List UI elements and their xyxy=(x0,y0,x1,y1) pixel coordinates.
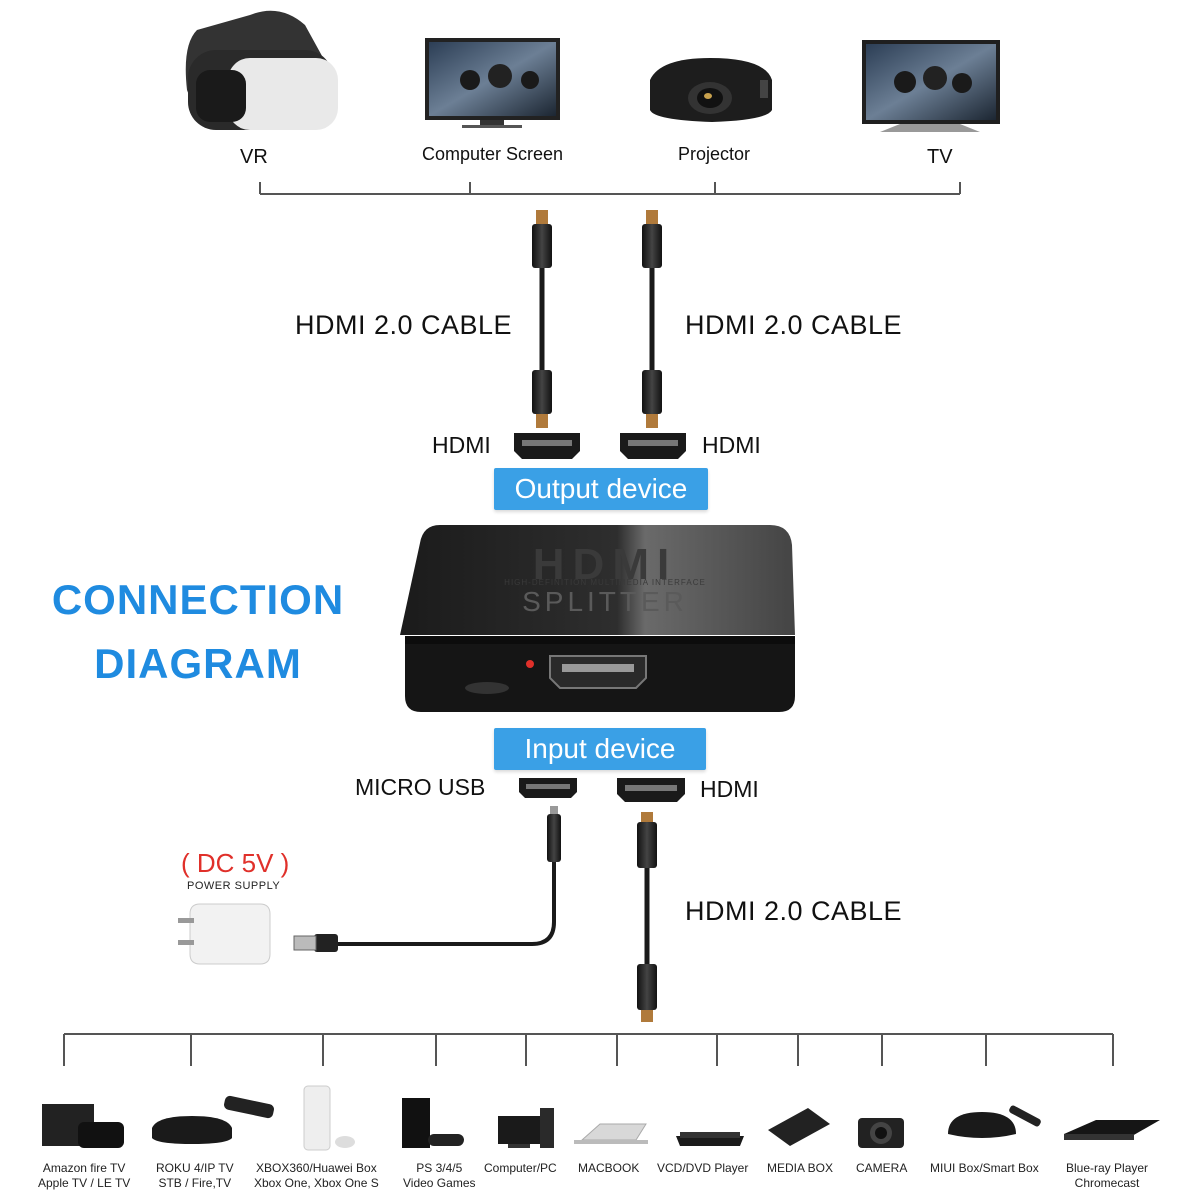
output-cable-right xyxy=(642,210,662,428)
camera-icon xyxy=(858,1118,904,1148)
xbox-icon xyxy=(303,1085,355,1151)
output-hdmi-port-left xyxy=(514,433,580,459)
port-label-out-left: HDMI xyxy=(432,432,491,458)
power-voltage: ( DC 5V ) xyxy=(181,848,290,878)
laptop-icon xyxy=(574,1123,648,1144)
splitter-brand: HDMI xyxy=(532,540,678,589)
vr-headset-icon xyxy=(185,10,338,130)
cable-label-right: HDMI 2.0 CABLE xyxy=(685,310,903,340)
diagram-title-line1: CONNECTION xyxy=(51,576,345,623)
splitter-tagline: HIGH-DEFINITION MULTIMEDIA INTERFACE xyxy=(504,578,706,587)
monitor-icon xyxy=(425,38,560,128)
output-label-tv: TV xyxy=(927,146,953,168)
input-device-tag: Input device xyxy=(494,728,706,770)
output-cable-left xyxy=(532,210,552,428)
tv-icon xyxy=(862,40,1000,132)
output-device-tag: Output device xyxy=(494,468,708,510)
usb-power-cable xyxy=(293,806,561,952)
source-label-computer: Computer/PC xyxy=(484,1161,557,1175)
output-hdmi-port-right xyxy=(620,433,686,459)
dvd-player-icon xyxy=(676,1132,744,1146)
output-bracket xyxy=(259,182,961,195)
input-hdmi-port xyxy=(617,778,685,802)
projector-icon xyxy=(650,58,772,122)
port-label-out-right: HDMI xyxy=(702,432,761,458)
port-label-micro-usb: MICRO USB xyxy=(355,774,486,800)
output-label-vr: VR xyxy=(240,146,268,168)
splitter-model: SPLITTER xyxy=(522,586,688,617)
smart-box-icon xyxy=(948,1105,1041,1138)
bluray-player-icon xyxy=(1064,1120,1160,1140)
port-label-in-hdmi: HDMI xyxy=(700,776,759,802)
media-box-icon xyxy=(768,1108,830,1146)
power-caption: POWER SUPPLY xyxy=(187,880,281,892)
source-label-macbook: MACBOOK xyxy=(578,1161,640,1175)
output-label-projector: Projector xyxy=(678,144,751,164)
source-bracket xyxy=(63,1033,1114,1066)
source-label-camera: CAMERA xyxy=(856,1161,908,1175)
cable-label-input: HDMI 2.0 CABLE xyxy=(685,896,903,926)
playstation-icon xyxy=(402,1098,464,1148)
cable-label-left: HDMI 2.0 CABLE xyxy=(295,310,513,340)
power-adapter-icon xyxy=(178,903,271,965)
roku-icon xyxy=(152,1095,274,1144)
source-label-media-box: MEDIA BOX xyxy=(767,1161,834,1175)
source-label-dvd-player: VCD/DVD Player xyxy=(657,1161,749,1175)
input-hdmi-cable xyxy=(637,812,657,1022)
splitter-box xyxy=(400,525,795,712)
micro-usb-port xyxy=(519,778,577,798)
source-label-smart-box: MIUI Box/Smart Box xyxy=(930,1161,1039,1175)
tv-box-icon xyxy=(42,1104,124,1148)
diagram-title-line2: DIAGRAM xyxy=(94,640,302,687)
output-label-computer-screen: Computer Screen xyxy=(422,144,564,164)
computer-icon xyxy=(498,1108,554,1148)
